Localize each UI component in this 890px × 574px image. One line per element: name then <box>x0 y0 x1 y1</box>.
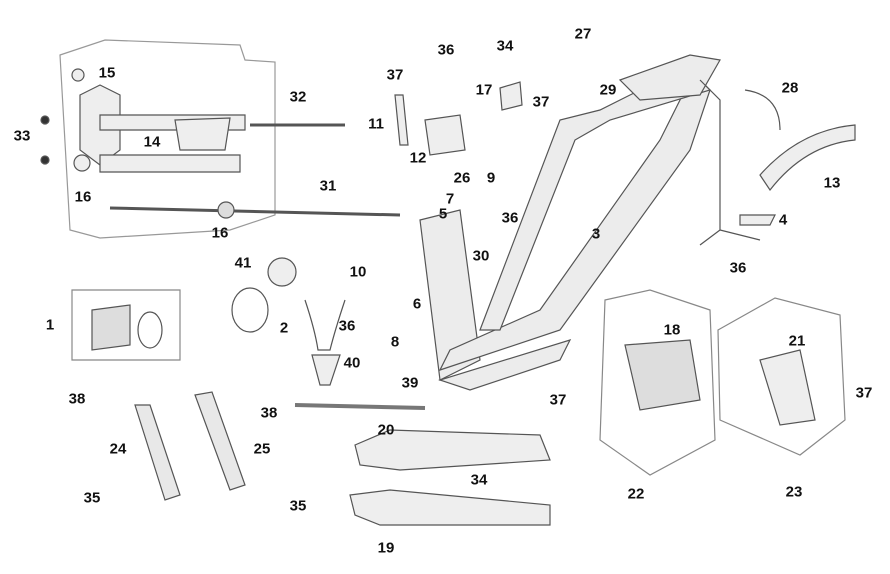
callout-14: 14 <box>143 133 161 151</box>
callout-10: 10 <box>349 263 367 281</box>
callout-16: 16 <box>211 224 229 242</box>
callout-25: 25 <box>253 440 271 458</box>
callout-39: 39 <box>401 374 419 392</box>
callout-32: 32 <box>289 88 307 106</box>
callout-33: 33 <box>13 127 31 145</box>
callout-13: 13 <box>823 174 841 192</box>
callout-1: 1 <box>45 316 55 334</box>
callout-29: 29 <box>599 81 617 99</box>
group-box-part-23 <box>717 297 846 456</box>
callout-19: 19 <box>377 539 395 557</box>
callout-40: 40 <box>343 354 361 372</box>
callout-36: 36 <box>437 41 455 59</box>
callout-37: 37 <box>386 66 404 84</box>
callout-18: 18 <box>663 321 681 339</box>
callout-4: 4 <box>778 211 788 229</box>
callout-35: 35 <box>83 489 101 507</box>
callout-23: 23 <box>785 483 803 501</box>
callout-31: 31 <box>319 177 337 195</box>
callout-21: 21 <box>788 332 806 350</box>
callout-37: 37 <box>549 391 567 409</box>
callout-5: 5 <box>438 205 448 223</box>
callout-34: 34 <box>496 37 514 55</box>
callout-35: 35 <box>289 497 307 515</box>
group-box-part-22 <box>599 289 716 476</box>
callout-3: 3 <box>591 225 601 243</box>
callout-15: 15 <box>98 64 116 82</box>
callout-20: 20 <box>377 421 395 439</box>
callout-38: 38 <box>68 390 86 408</box>
callout-28: 28 <box>781 79 799 97</box>
callout-36: 36 <box>729 259 747 277</box>
callout-8: 8 <box>390 333 400 351</box>
callout-37: 37 <box>855 384 873 402</box>
callout-11: 11 <box>368 115 384 133</box>
main-stand <box>71 68 246 173</box>
callout-41: 41 <box>234 254 252 272</box>
callout-30: 30 <box>472 247 490 265</box>
callout-9: 9 <box>486 169 496 187</box>
callout-16: 16 <box>74 188 92 206</box>
callout-38: 38 <box>260 404 278 422</box>
shock-absorbers <box>134 391 246 501</box>
callout-17: 17 <box>475 81 493 99</box>
callout-22: 22 <box>627 485 645 503</box>
callout-36: 36 <box>338 317 356 335</box>
group-box-part-1 <box>71 289 181 361</box>
callout-12: 12 <box>409 149 427 167</box>
callout-26: 26 <box>453 169 471 187</box>
main-frame <box>419 54 721 391</box>
callout-7: 7 <box>445 190 455 208</box>
callout-34: 34 <box>470 471 488 489</box>
callout-37: 37 <box>532 93 550 111</box>
callout-6: 6 <box>412 295 422 313</box>
callout-24: 24 <box>109 440 127 458</box>
group-box-stand <box>59 39 276 239</box>
callout-27: 27 <box>574 25 592 43</box>
callout-36: 36 <box>501 209 519 227</box>
callout-2: 2 <box>279 319 289 337</box>
